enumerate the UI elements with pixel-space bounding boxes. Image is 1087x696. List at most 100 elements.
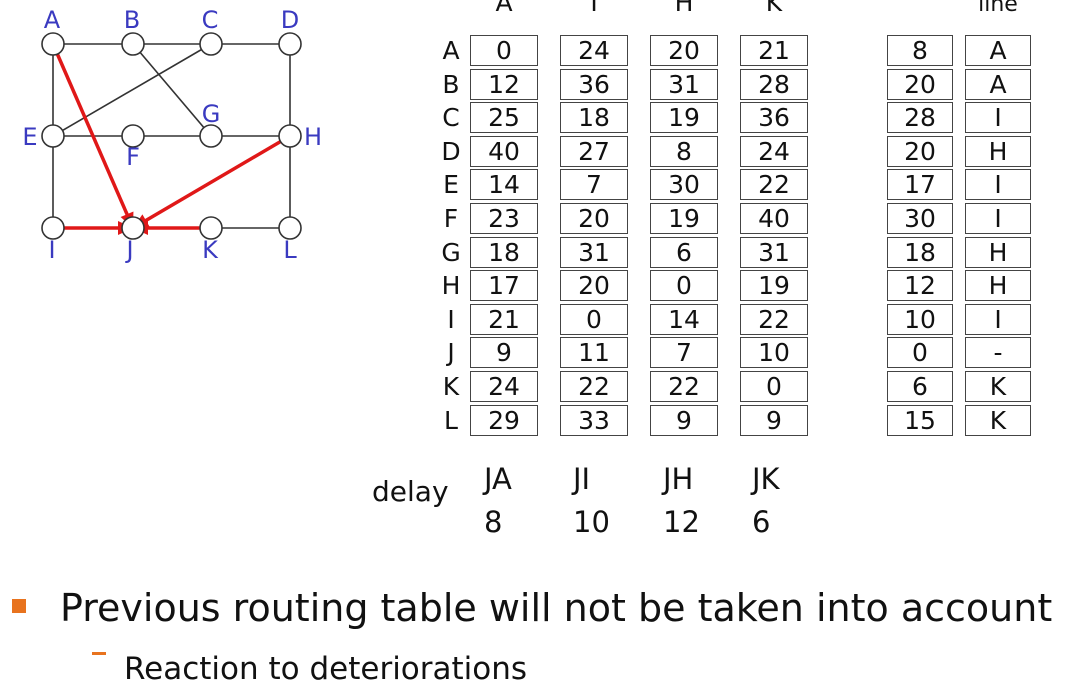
cell-B-A: 12 <box>470 68 538 100</box>
delay-value-JI: 10 <box>573 505 610 539</box>
cell-A-K: 21 <box>740 35 808 66</box>
cell-L-A: 29 <box>470 404 538 436</box>
cell-J-K: 10 <box>740 337 808 369</box>
cell-G-I: 31 <box>560 236 628 268</box>
node-label-K: K <box>202 236 219 264</box>
cell-I-A: 21 <box>470 303 538 335</box>
node-label-A: A <box>44 6 61 34</box>
route-A-J <box>51 43 134 226</box>
cell-F-I: 20 <box>560 203 628 234</box>
delay-link-JK: JK <box>752 462 780 496</box>
delay-cell-D: 20 <box>887 135 953 167</box>
cell-C-I: 18 <box>560 102 628 134</box>
line-cell-B: A <box>965 68 1031 100</box>
delay-cell-G: 18 <box>887 236 953 268</box>
node-label-L: L <box>283 236 297 264</box>
node-J <box>121 216 145 240</box>
delay-cell-F: 30 <box>887 203 953 234</box>
cell-K-K: 0 <box>740 371 808 402</box>
node-C <box>199 32 223 56</box>
cell-L-K: 9 <box>740 404 808 436</box>
cell-K-H: 22 <box>650 371 718 402</box>
cell-I-H: 14 <box>650 303 718 335</box>
cell-J-I: 11 <box>560 337 628 369</box>
cell-D-A: 40 <box>470 135 538 167</box>
node-E <box>41 124 65 148</box>
cell-H-H: 0 <box>650 270 718 302</box>
node-I <box>41 216 65 240</box>
cell-C-K: 36 <box>740 102 808 134</box>
cell-K-A: 24 <box>470 371 538 402</box>
node-L <box>278 216 302 240</box>
cell-B-K: 28 <box>740 68 808 100</box>
delay-cell-A: 8 <box>887 35 953 66</box>
delay-cell-C: 28 <box>887 102 953 134</box>
delay-link-JA: JA <box>484 462 512 496</box>
cell-F-H: 19 <box>650 203 718 234</box>
cell-E-H: 30 <box>650 169 718 201</box>
cell-A-A: 0 <box>470 35 538 66</box>
row-label-J: J <box>447 338 455 368</box>
cell-D-I: 27 <box>560 135 628 167</box>
cell-I-I: 0 <box>560 303 628 335</box>
sub-bullet-text: Reaction to deteriorations <box>124 651 528 687</box>
delay-value-JK: 6 <box>752 505 771 539</box>
cell-F-K: 40 <box>740 203 808 234</box>
row-label-C: C <box>442 103 460 133</box>
cell-E-I: 7 <box>560 169 628 201</box>
node-F <box>121 124 145 148</box>
line-cell-L: K <box>965 404 1031 436</box>
delay-link-JI: JI <box>573 462 591 496</box>
node-H <box>278 124 302 148</box>
node-B <box>121 32 145 56</box>
line-cell-H: H <box>965 270 1031 302</box>
cell-K-I: 22 <box>560 371 628 402</box>
node-label-I: I <box>48 236 55 264</box>
node-label-D: D <box>281 6 299 34</box>
node-D <box>278 32 302 56</box>
line-cell-D: H <box>965 135 1031 167</box>
row-label-H: H <box>441 271 461 301</box>
column-header-H: H <box>674 0 694 17</box>
cell-G-H: 6 <box>650 236 718 268</box>
delay-label: delay <box>372 475 449 508</box>
cell-J-A: 9 <box>470 337 538 369</box>
line-cell-J: - <box>965 337 1031 369</box>
row-label-G: G <box>441 237 461 267</box>
cell-E-A: 14 <box>470 169 538 201</box>
node-label-B: B <box>124 6 140 34</box>
node-label-C: C <box>202 6 219 34</box>
row-label-E: E <box>443 170 459 200</box>
node-A <box>41 32 65 56</box>
cell-A-I: 24 <box>560 35 628 66</box>
cell-C-H: 19 <box>650 102 718 134</box>
delay-cell-H: 12 <box>887 270 953 302</box>
sub-bullet-marker <box>92 652 106 655</box>
cell-E-K: 22 <box>740 169 808 201</box>
cell-I-K: 22 <box>740 303 808 335</box>
result-column-header: line <box>978 0 1018 17</box>
cell-D-H: 8 <box>650 135 718 167</box>
line-cell-K: K <box>965 371 1031 402</box>
cell-F-A: 23 <box>470 203 538 234</box>
node-label-E: E <box>22 123 37 151</box>
line-cell-F: I <box>965 203 1031 234</box>
cell-G-A: 18 <box>470 236 538 268</box>
delay-value-JA: 8 <box>484 505 503 539</box>
route-H-J <box>135 134 291 228</box>
cell-B-I: 36 <box>560 68 628 100</box>
line-cell-G: H <box>965 236 1031 268</box>
cell-H-I: 20 <box>560 270 628 302</box>
node-label-J: J <box>124 236 133 264</box>
node-label-F: F <box>126 143 140 171</box>
cell-J-H: 7 <box>650 337 718 369</box>
delay-cell-I: 10 <box>887 303 953 335</box>
node-G <box>199 124 223 148</box>
edge-E-C <box>52 43 212 137</box>
delay-value-JH: 12 <box>663 505 700 539</box>
row-label-A: A <box>442 36 460 65</box>
delay-cell-E: 17 <box>887 169 953 201</box>
row-label-B: B <box>442 69 460 99</box>
